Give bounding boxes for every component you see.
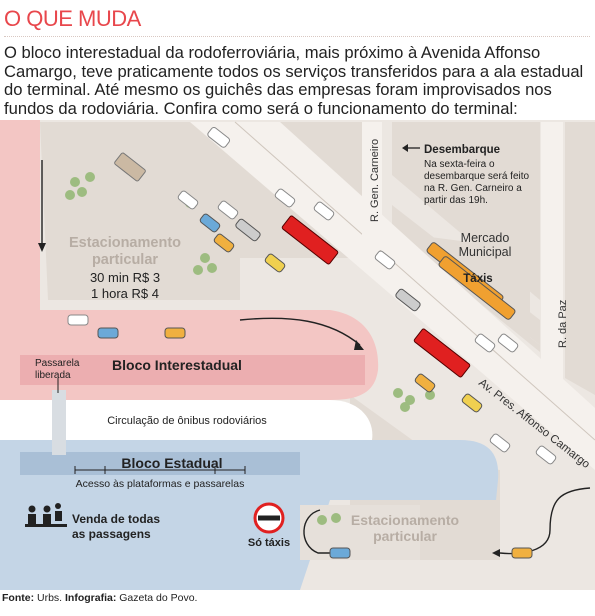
terminal-map: Estacionamento particular 30 min R$ 3 1 … [0, 120, 595, 590]
acesso-label: Acesso às plataformas e passarelas [76, 478, 245, 490]
venda-label-2: as passagens [72, 527, 151, 541]
circulation-area [0, 400, 373, 440]
infografia-value: Gazeta do Povo. [116, 592, 198, 604]
intro-text: O bloco interestadual da rodoferroviária… [4, 43, 584, 118]
infografia-label: Infografia: [65, 592, 117, 604]
passarela-label-1: Passarela [35, 358, 80, 369]
desembarque-line-4: partir das 19h. [424, 195, 488, 206]
circulacao-label: Circulação de ônibus rodoviários [107, 415, 267, 427]
desembarque-line-2: desembarque será feito [424, 171, 530, 182]
interestadual-zone [0, 120, 379, 400]
desembarque-line-1: Na sexta-feira o [424, 159, 495, 170]
buses [281, 215, 471, 378]
passarela [52, 390, 66, 455]
street-carneiro-label: R. Gen. Carneiro [369, 139, 381, 222]
flow-arrow-parking [239, 317, 361, 346]
so-taxis-label: Só táxis [248, 537, 290, 549]
parking-right-title-1: Estacionamento [351, 512, 459, 528]
taxi-queue [426, 242, 516, 320]
estadual-building [20, 452, 300, 475]
page-title: O QUE MUDA [4, 6, 141, 31]
source-credit: Fonte: Urbs. Infografia: Gazeta do Povo. [2, 592, 197, 604]
bloco-interestadual-label: Bloco Interestadual [112, 357, 242, 373]
mercado-label-2: Municipal [459, 245, 512, 259]
parking-left-title-2: particular [92, 252, 158, 268]
only-taxis-sign [253, 502, 285, 534]
parking-left-title-1: Estacionamento [69, 235, 181, 251]
block-right [565, 122, 595, 395]
bloco-estadual-label: Bloco Estadual [121, 455, 222, 471]
cars [67, 126, 557, 559]
bus [413, 328, 471, 378]
desembarque-line-3: na R. Gen. Carneiro a [424, 183, 522, 194]
block-top [280, 122, 372, 205]
desembarque-title: Desembarque [424, 144, 500, 156]
parking-price-1h: 1 hora R$ 4 [91, 286, 159, 301]
mercado-label-1: Mercado [461, 231, 510, 245]
flow-arrow-right-parking [303, 509, 350, 554]
fonte-value: Urbs. [34, 592, 65, 604]
title-divider [4, 36, 590, 37]
venda-label-1: Venda de todas [72, 512, 160, 526]
estadual-zone [0, 440, 499, 590]
passarela-label-2: liberada [35, 370, 71, 381]
interestadual-building [20, 355, 365, 385]
street-paz-label: R. da Paz [557, 300, 569, 348]
parking-right [300, 505, 420, 560]
fonte-label: Fonte: [2, 592, 35, 604]
parking-right-title-2: particular [373, 528, 437, 544]
taxis-label: Táxis [463, 273, 492, 285]
avenue-road [190, 122, 595, 470]
ticket-sales-icon [25, 503, 67, 527]
bus [281, 215, 339, 265]
header: O QUE MUDA O bloco interestadual da rodo… [4, 4, 592, 117]
parking-price-30min: 30 min R$ 3 [90, 270, 160, 285]
